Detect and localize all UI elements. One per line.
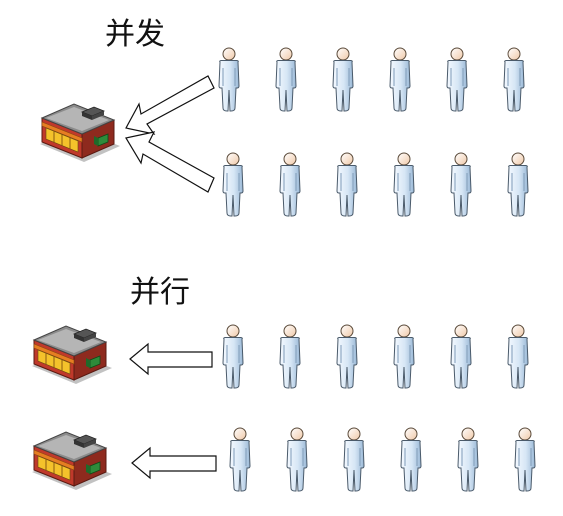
hollow-arrow-left-icon [125, 75, 215, 193]
person-icon [222, 152, 244, 217]
person-icon [279, 152, 301, 217]
store-building-icon [31, 431, 113, 491]
parallel-title: 并行 [130, 275, 190, 310]
person-icon [503, 47, 525, 112]
person-icon [457, 427, 479, 492]
hollow-arrow-left-icon [129, 342, 213, 376]
person-icon [336, 324, 358, 389]
person-icon [229, 427, 251, 492]
concurrency-title: 并发 [105, 17, 165, 52]
person-icon [450, 152, 472, 217]
person-icon [218, 47, 240, 112]
person-icon [393, 324, 415, 389]
person-icon [279, 324, 301, 389]
person-icon [393, 152, 415, 217]
person-icon [507, 324, 529, 389]
person-icon [332, 47, 354, 112]
person-icon [343, 427, 365, 492]
person-icon [389, 47, 411, 112]
store-building-icon [31, 325, 113, 385]
person-icon [507, 152, 529, 217]
store-building-icon [39, 103, 121, 163]
person-icon [400, 427, 422, 492]
hollow-arrow-left-icon [131, 446, 217, 480]
person-icon [336, 152, 358, 217]
person-icon [514, 427, 536, 492]
person-icon [446, 47, 468, 112]
person-icon [222, 324, 244, 389]
person-icon [286, 427, 308, 492]
person-icon [450, 324, 472, 389]
person-icon [275, 47, 297, 112]
